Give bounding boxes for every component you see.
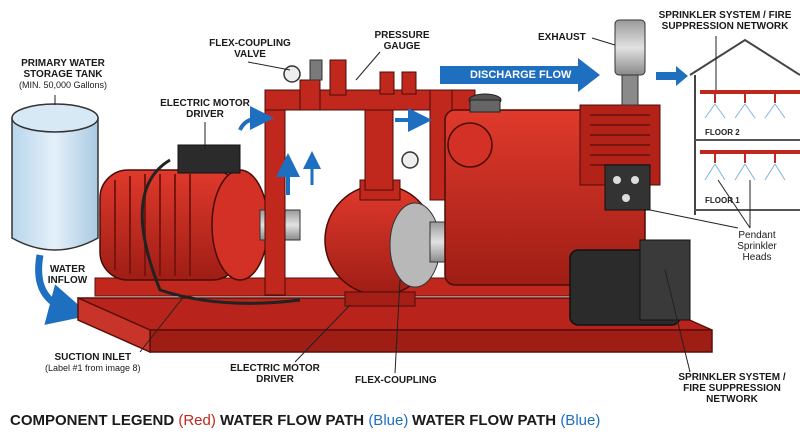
legend-water-flow-1-tag: (Blue)	[368, 412, 409, 429]
legend-component-text: COMPONENT LEGEND	[10, 412, 175, 429]
legend-water-flow-2-text: WATER FLOW PATH	[412, 412, 557, 429]
tank-label: PRIMARY WATER STORAGE TANK (MIN. 50,000 …	[18, 58, 108, 91]
motor-driver-bottom-label: ELECTRIC MOTOR DRIVER	[230, 363, 320, 385]
building-flow-arrow	[656, 66, 688, 86]
legend-water-flow-1-text: WATER FLOW PATH	[220, 412, 365, 429]
motor-driver-top-label: ELECTRIC MOTOR DRIVER	[160, 98, 250, 120]
suction-inlet-label: SUCTION INLET (Label #1 from image 8)	[45, 352, 141, 374]
tank-title-text: PRIMARY WATER STORAGE TANK	[21, 58, 105, 80]
flex-coupling-label: FLEX-COUPLING	[355, 375, 437, 386]
suction-inlet-subtext: (Label #1 from image 8)	[45, 363, 141, 373]
legend-water-flow-2-tag: (Blue)	[560, 412, 601, 429]
discharge-piping	[264, 59, 476, 296]
legend-component-tag: (Red)	[178, 412, 216, 429]
water-storage-tank	[11, 103, 99, 251]
leader-lines	[54, 36, 751, 374]
pressure-gauge-label: PRESSURE GAUGE	[374, 30, 430, 52]
tank-subtitle-text: (MIN. 50,000 Gallons)	[18, 80, 108, 90]
exhaust-stack	[614, 19, 646, 106]
skid-base-frame	[77, 277, 713, 354]
floor-1-label: FLOOR 1	[705, 196, 740, 205]
pendant-sprinkler-label: Pendant Sprinkler Heads	[737, 230, 777, 263]
floor-2-label: FLOOR 2	[705, 128, 740, 137]
exhaust-label: EXHAUST	[538, 32, 586, 43]
water-inflow-arrow	[35, 254, 91, 325]
sprinkler-top-label: SPRINKLER SYSTEM / FIRE SUPPRESSION NETW…	[658, 10, 792, 32]
flow-arrow-left	[238, 106, 274, 131]
diesel-engine	[444, 93, 661, 286]
legend-water-flow-2: WATER FLOW PATH (Blue)	[412, 412, 600, 429]
building-cutaway	[689, 38, 800, 215]
discharge-flow-text: DISCHARGE FLOW	[470, 69, 572, 81]
fuel-tank	[569, 239, 691, 326]
electric-motor	[99, 144, 301, 305]
suction-inlet-text: SUCTION INLET	[54, 352, 132, 363]
water-inflow-label: WATER INFLOW	[47, 264, 88, 286]
flex-valve-label: FLEX-COUPLING VALVE	[209, 38, 291, 60]
sprinkler-bottom-label: SPRINKLER SYSTEM / FIRE SUPPRESSION NETW…	[678, 372, 786, 405]
legend-component: COMPONENT LEGEND (Red)	[10, 412, 216, 429]
centrifugal-pump	[324, 179, 441, 307]
legend-water-flow-1: WATER FLOW PATH (Blue)	[220, 412, 408, 429]
discharge-flow-arrow	[440, 58, 600, 92]
